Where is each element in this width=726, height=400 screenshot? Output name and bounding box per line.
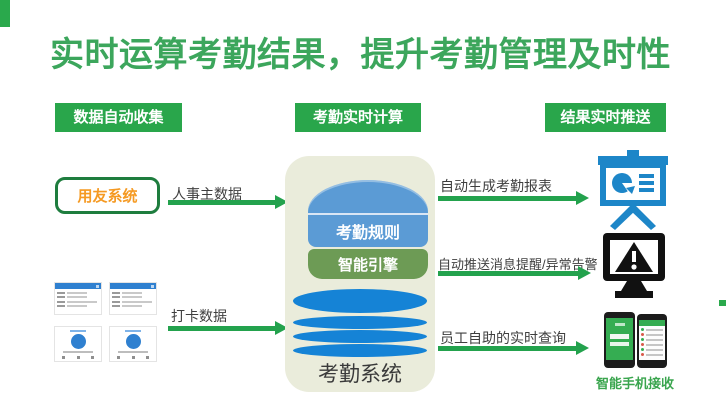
mobile-screenshot-form-2: [110, 283, 156, 314]
stage-header-data-collection: 数据自动收集: [55, 103, 182, 132]
presentation-board-icon: [598, 150, 668, 230]
arrow-punch-data: [168, 321, 288, 335]
arrow-head: [576, 341, 589, 355]
punch-button-graphic: [125, 334, 141, 349]
arrow-shaft: [168, 325, 275, 331]
smartphone-login-icon: [604, 312, 635, 368]
punch-button-graphic: [70, 334, 86, 349]
database-disk: [293, 316, 427, 329]
screenshot-titlebar: [110, 283, 156, 289]
database-disk: [293, 289, 427, 313]
corner-accent-mark: [0, 0, 10, 27]
yonyou-system-box: 用友系统: [55, 177, 160, 214]
alert-flow-label: 自动推送消息提醒/异常告警: [438, 257, 598, 272]
arrow-shaft: [438, 195, 576, 201]
query-flow-label: 员工自助的实时查询: [440, 330, 566, 346]
database-disk: [293, 330, 427, 343]
stage-header-result-push: 结果实时推送: [545, 103, 666, 132]
page-title: 实时运算考勤结果，提升考勤管理及时性: [50, 36, 671, 74]
stage-header-realtime-compute: 考勤实时计算: [295, 103, 421, 132]
arrow-shaft: [438, 270, 578, 276]
arrow-alert: [438, 266, 591, 280]
mobile-screenshot-punch-2: [110, 327, 156, 361]
arrow-query: [438, 341, 589, 355]
hr-master-data-label: 人事主数据: [172, 186, 242, 202]
arrow-shaft: [438, 345, 576, 351]
arrow-shaft: [168, 199, 275, 205]
attendance-system-label: 考勤系统: [318, 363, 402, 386]
arrow-hr-data: [168, 195, 288, 209]
arrow-report: [438, 191, 589, 205]
database-disk: [293, 344, 427, 357]
smart-engine-band: 智能引擎: [308, 249, 428, 279]
edge-accent-mark: [719, 300, 726, 306]
attendance-rules-band: 考勤规则: [308, 213, 428, 247]
report-flow-label: 自动生成考勤报表: [440, 178, 552, 194]
arrow-head: [275, 321, 288, 335]
smartphone-messages-icon: [637, 314, 667, 368]
punch-data-label: 打卡数据: [171, 308, 227, 324]
mobile-screenshot-punch-1: [55, 327, 101, 361]
mobile-screenshot-form-1: [55, 283, 101, 314]
yonyou-system-label: 用友系统: [77, 188, 138, 205]
screenshot-titlebar: [55, 283, 101, 289]
arrow-head: [275, 195, 288, 209]
monitor-warning-icon: [603, 233, 665, 298]
arrow-head: [578, 266, 591, 280]
arrow-head: [576, 191, 589, 205]
smartphone-receive-caption: 智能手机接收: [596, 376, 675, 391]
